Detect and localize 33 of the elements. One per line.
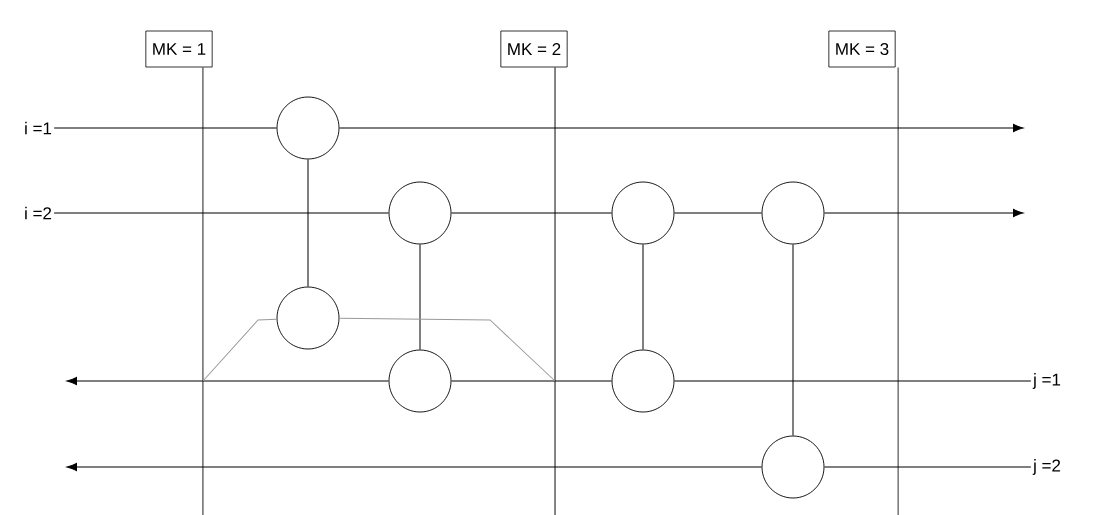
arrow [823,208,1024,218]
line [823,466,1032,468]
row-label: j =2 [1031,457,1063,477]
arrow [338,123,1024,133]
line [53,127,278,129]
line [642,243,644,351]
line [897,66,899,515]
line [338,317,556,382]
line [202,318,278,382]
circle-node [276,286,340,350]
circle-node [611,181,675,245]
line [554,66,556,515]
line [792,243,794,437]
line [450,212,613,214]
circle-node [761,181,825,245]
line [202,66,204,515]
circle-node [388,349,452,413]
line [450,380,613,382]
line [673,212,763,214]
line [53,212,390,214]
row-label: j =1 [1031,371,1063,391]
circle-node [611,349,675,413]
line [673,380,1032,382]
line [419,243,421,351]
label-box: MK = 3 [828,30,896,68]
arrow [66,462,763,472]
arrow [66,376,390,386]
circle-node [276,96,340,160]
circle-node [761,435,825,499]
label-box: MK = 2 [500,30,568,68]
circle-node [388,181,452,245]
line [307,158,309,288]
label-box: MK = 1 [145,30,213,68]
